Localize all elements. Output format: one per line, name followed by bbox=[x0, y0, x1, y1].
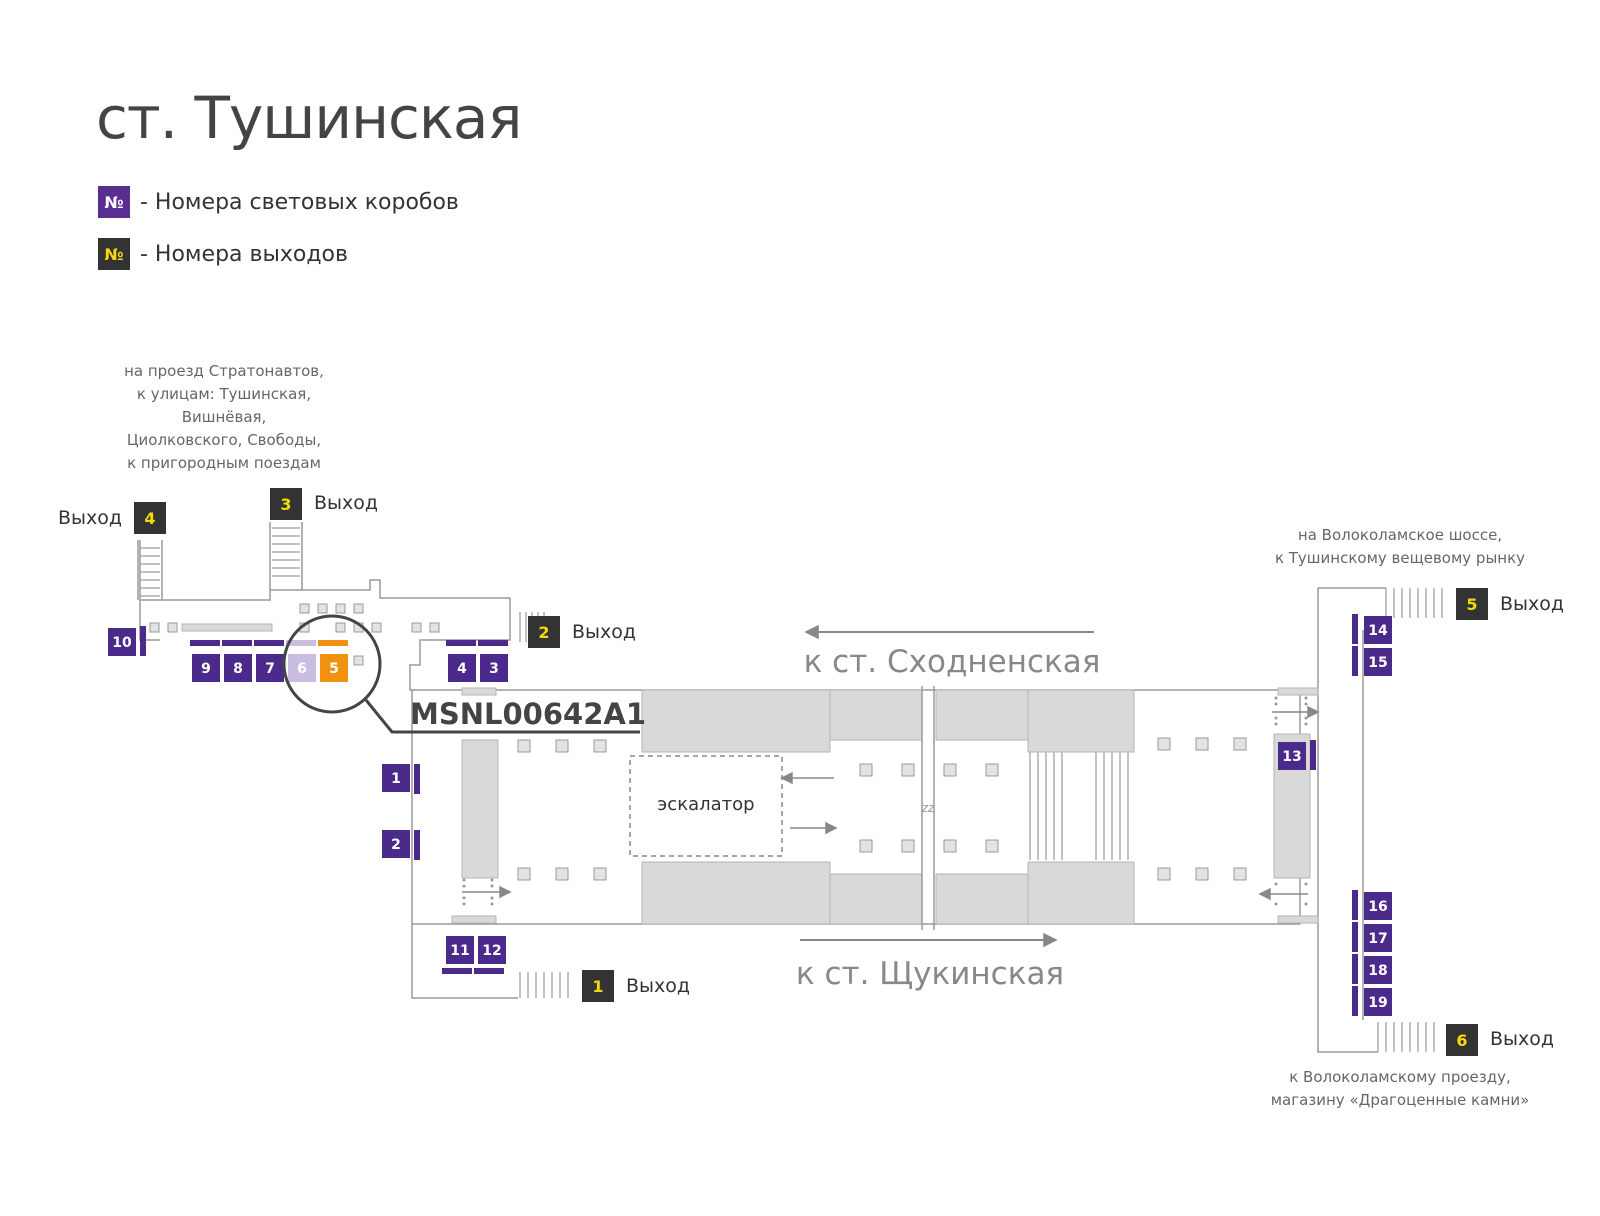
highlight-circle bbox=[282, 614, 382, 714]
lightbox-15: 15 bbox=[1364, 648, 1392, 676]
lightbox-11: 11 bbox=[446, 936, 474, 964]
exit-label: Выход bbox=[626, 975, 690, 997]
exit-3: 3 Выход bbox=[270, 488, 378, 520]
exit-number: 2 bbox=[538, 623, 549, 642]
destination-line: магазину «Драгоценные камни» bbox=[1271, 1091, 1530, 1109]
lightbox-17: 17 bbox=[1364, 924, 1392, 952]
destination-top-left: на проезд Стратонавтов, к улицам: Тушинс… bbox=[124, 362, 324, 472]
exit-number: 1 bbox=[592, 977, 603, 996]
exit-number: 6 bbox=[1456, 1031, 1467, 1050]
exit-number: 5 bbox=[1466, 595, 1477, 614]
destination-line: Циолковского, Свободы, bbox=[127, 431, 321, 449]
exit-5: 5 Выход bbox=[1456, 588, 1564, 620]
destination-bottom-right: к Волоколамскому проезду, магазину «Драг… bbox=[1271, 1068, 1530, 1109]
svg-text:2: 2 bbox=[391, 837, 401, 853]
lightboxes: 10 9 8 7 6 5 4 3 1 2 11 12 13 14 15 16 1… bbox=[108, 616, 1392, 1016]
svg-text:1: 1 bbox=[391, 771, 401, 787]
door-markers bbox=[462, 696, 1308, 906]
lightbox-16: 16 bbox=[1364, 892, 1392, 920]
svg-text:3: 3 bbox=[489, 661, 499, 677]
exit-label: Выход bbox=[58, 507, 122, 529]
lightbox-8: 8 bbox=[224, 654, 252, 682]
exit-1: 1 Выход bbox=[582, 970, 690, 1002]
exit-number: 4 bbox=[144, 509, 155, 528]
lightbox-6: 6 bbox=[288, 654, 316, 682]
destination-line: к улицам: Тушинская, bbox=[137, 385, 311, 403]
lightbox-5-highlighted: 5 bbox=[320, 654, 348, 682]
lightbox-4: 4 bbox=[448, 654, 476, 682]
destination-line: к пригородным поездам bbox=[127, 454, 321, 472]
lightbox-12: 12 bbox=[478, 936, 506, 964]
svg-text:12: 12 bbox=[482, 943, 501, 959]
exits: Выход 4 3 Выход 2 Выход 1 Выход 5 Выход … bbox=[58, 488, 1564, 1056]
legend-exit-row: № - Номера выходов bbox=[98, 238, 348, 270]
svg-text:9: 9 bbox=[201, 661, 211, 677]
destination-line: к Тушинскому вещевому рынку bbox=[1275, 549, 1525, 567]
legend-lightbox-row: № - Номера световых коробов bbox=[98, 186, 459, 218]
lightbox-9: 9 bbox=[192, 654, 220, 682]
svg-text:8: 8 bbox=[233, 661, 243, 677]
station-walls bbox=[137, 522, 1386, 1053]
legend-exit-text: - Номера выходов bbox=[140, 241, 348, 267]
columns bbox=[149, 603, 1247, 881]
svg-text:14: 14 bbox=[1368, 623, 1388, 639]
stairs bbox=[140, 527, 1443, 1052]
lightbox-10: 10 bbox=[108, 628, 136, 656]
lightbox-19: 19 bbox=[1364, 988, 1392, 1016]
lightbox-14: 14 bbox=[1364, 616, 1392, 644]
lightbox-18: 18 bbox=[1364, 956, 1392, 984]
zz-mark: zz bbox=[921, 801, 935, 815]
legend-lightbox-swatch: № bbox=[98, 186, 130, 218]
station-title: ст. Тушинская bbox=[96, 84, 522, 152]
exit-label: Выход bbox=[1490, 1028, 1554, 1050]
svg-text:16: 16 bbox=[1368, 899, 1387, 915]
expansion-joint bbox=[921, 686, 935, 930]
lightbox-7: 7 bbox=[256, 654, 284, 682]
exit-label: Выход bbox=[572, 621, 636, 643]
legend-exit-swatch: № bbox=[98, 238, 130, 270]
exit-4: Выход 4 bbox=[58, 502, 166, 534]
destination-line: на Волоколамское шоссе, bbox=[1298, 526, 1502, 544]
destination-line: на проезд Стратонавтов, bbox=[124, 362, 324, 380]
svg-text:17: 17 bbox=[1368, 931, 1387, 947]
destination-line: к Волоколамскому проезду, bbox=[1289, 1068, 1511, 1086]
svg-text:11: 11 bbox=[450, 943, 469, 959]
escalator-area bbox=[629, 755, 783, 857]
lightbox-2: 2 bbox=[382, 830, 410, 858]
exit-label: Выход bbox=[1500, 593, 1564, 615]
flow-arrows bbox=[462, 624, 1320, 948]
svg-text:4: 4 bbox=[457, 661, 467, 677]
legend-lightbox-text: - Номера световых коробов bbox=[140, 189, 459, 215]
highlight-code: MSNL00642A1 bbox=[410, 697, 646, 731]
direction-south: к ст. Щукинская bbox=[796, 956, 1064, 992]
svg-text:7: 7 bbox=[265, 661, 275, 677]
svg-text:19: 19 bbox=[1368, 995, 1387, 1011]
svg-text:18: 18 bbox=[1368, 963, 1387, 979]
svg-text:10: 10 bbox=[112, 635, 132, 651]
exit-6: 6 Выход bbox=[1446, 1024, 1554, 1056]
exit-label: Выход bbox=[314, 492, 378, 514]
destination-line: Вишнёвая, bbox=[182, 408, 267, 426]
direction-north: к ст. Сходненская bbox=[804, 644, 1101, 680]
lightbox-13: 13 bbox=[1278, 742, 1306, 770]
exit-2: 2 Выход bbox=[528, 616, 636, 648]
escalator-label: эскалатор bbox=[657, 794, 754, 815]
lightbox-1: 1 bbox=[382, 764, 410, 792]
svg-text:6: 6 bbox=[297, 661, 307, 677]
svg-text:5: 5 bbox=[329, 661, 339, 677]
platform-blocks bbox=[181, 623, 1319, 925]
destination-top-right: на Волоколамское шоссе, к Тушинскому вещ… bbox=[1275, 526, 1525, 567]
lightbox-3: 3 bbox=[480, 654, 508, 682]
svg-text:15: 15 bbox=[1368, 655, 1387, 671]
callout-line bbox=[364, 699, 640, 734]
exit-number: 3 bbox=[280, 495, 291, 514]
lightbox-bars bbox=[140, 614, 1358, 1016]
svg-text:13: 13 bbox=[1282, 749, 1301, 765]
